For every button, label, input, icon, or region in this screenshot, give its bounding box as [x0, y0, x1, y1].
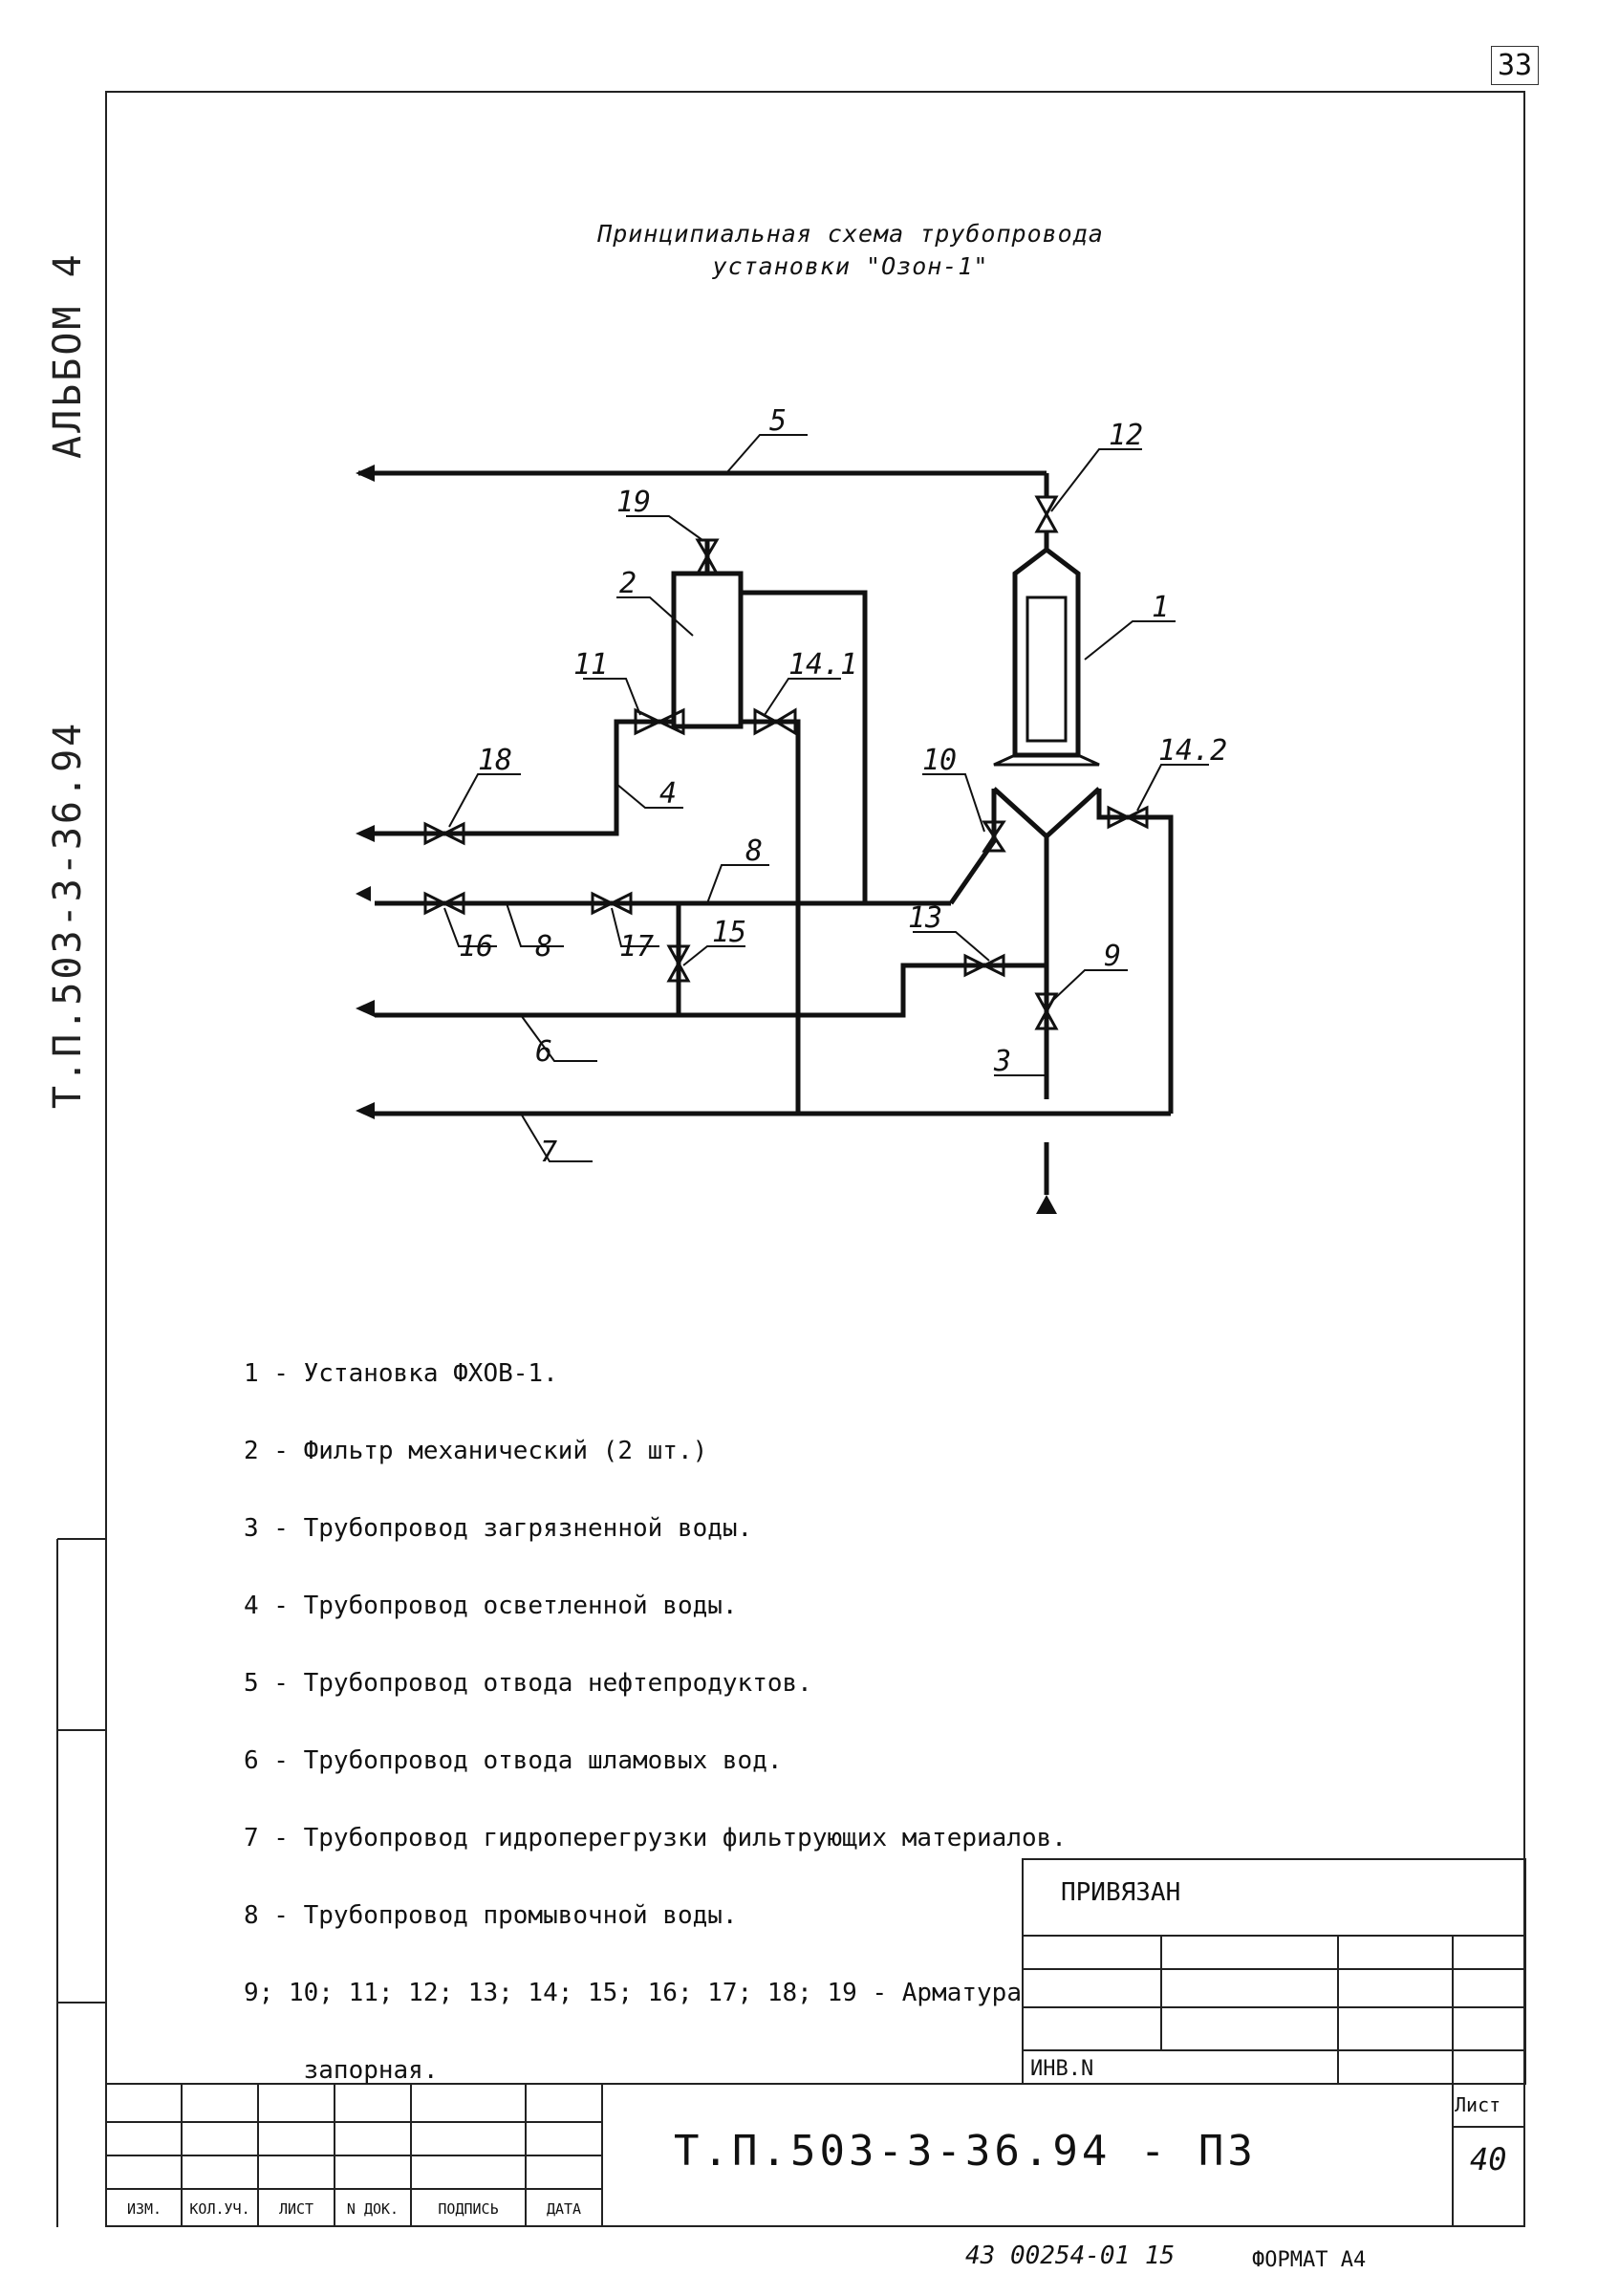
legend-item: 2 - Фильтр механический (2 шт.)	[244, 1437, 708, 1465]
col-podpis: ПОДПИСЬ	[438, 2200, 499, 2218]
label-3: 3	[993, 1045, 1011, 1078]
col-list: ЛИСТ	[278, 2200, 314, 2218]
label-4: 4	[659, 777, 677, 811]
label-6: 6	[535, 1035, 552, 1069]
col-n-dok: N ДОК.	[346, 2200, 399, 2218]
page-number: 33	[1491, 46, 1540, 85]
label-18: 18	[478, 744, 512, 777]
label-10: 10	[922, 744, 957, 777]
label-5: 5	[769, 404, 787, 438]
legend-item: 1 - Установка ФХОВ-1.	[244, 1359, 558, 1388]
archive-number: 43 00254-01 15	[965, 2242, 1176, 2270]
legend-item: 3 - Трубопровод загрязненной воды.	[244, 1514, 753, 1543]
title-line-1: Принципиальная схема трубопровода	[597, 220, 1104, 248]
col-kol-uch: КОЛ.УЧ.	[189, 2200, 250, 2218]
document-code: Т.П.503-3-36.94 - ПЗ	[674, 2127, 1257, 2176]
legend-item: 8 - Трубопровод промывочной воды.	[244, 1901, 738, 1930]
stamp-inv: ИНВ.N	[1030, 2057, 1094, 2081]
label-13: 13	[908, 901, 942, 935]
stamp-privyazan: ПРИВЯЗАН	[1061, 1878, 1181, 1907]
label-15: 15	[712, 916, 746, 949]
title-line-2: установки "Озон-1"	[712, 252, 989, 280]
col-data: ДАТА	[546, 2200, 582, 2218]
legend-item: 5 - Трубопровод отвода нефтепродуктов.	[244, 1669, 812, 1698]
legend-item: запорная.	[244, 2056, 439, 2085]
label-9: 9	[1104, 940, 1121, 973]
label-1: 1	[1152, 591, 1169, 624]
label-16: 16	[459, 930, 493, 964]
legend: 1 - Установка ФХОВ-1. 2 - Фильтр механич…	[244, 1310, 1067, 2110]
legend-item: 6 - Трубопровод отвода шламовых вод.	[244, 1746, 783, 1775]
label-11: 11	[573, 648, 608, 682]
legend-item: 9; 10; 11; 12; 13; 14; 15; 16; 17; 18; 1…	[244, 1979, 1022, 2007]
col-izm: ИЗМ.	[126, 2200, 162, 2218]
format-label: ФОРМАТ А4	[1252, 2248, 1367, 2272]
label-17: 17	[619, 930, 654, 964]
sheet-number: 40	[1470, 2141, 1507, 2177]
label-14-1: 14.1	[788, 648, 857, 682]
label-8a: 8	[745, 834, 763, 868]
label-7: 7	[540, 1136, 557, 1169]
label-14-2: 14.2	[1158, 734, 1227, 768]
label-12: 12	[1109, 419, 1143, 452]
drawing-frame	[105, 91, 1525, 2227]
legend-item: 4 - Трубопровод осветленной воды.	[244, 1592, 738, 1620]
label-8b: 8	[535, 930, 552, 964]
legend-item: 7 - Трубопровод гидроперегрузки фильтрую…	[244, 1824, 1067, 1852]
sheet-label: Лист	[1455, 2093, 1501, 2116]
diagram-title: Принципиальная схема трубопровода устано…	[421, 218, 1281, 283]
label-19: 19	[616, 486, 651, 519]
label-2: 2	[619, 567, 637, 600]
